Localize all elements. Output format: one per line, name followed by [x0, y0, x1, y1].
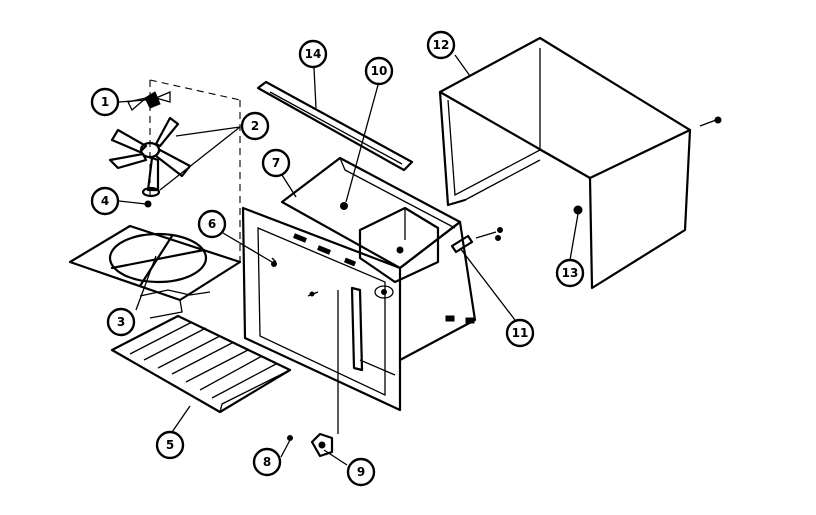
callout-8-label: 8 [263, 455, 271, 469]
callout-12: 12 [426, 30, 456, 60]
cabinet-screw-icon [699, 116, 722, 127]
callout-13-label: 13 [562, 266, 579, 280]
callout-13: 13 [555, 258, 585, 288]
callout-7: 7 [261, 148, 291, 178]
callout-4: 4 [90, 186, 120, 216]
callout-8: 8 [252, 447, 282, 477]
lamp-bracket-part [287, 290, 339, 458]
callout-14: 14 [298, 39, 328, 69]
trim-strip-part [256, 80, 414, 172]
callout-2: 2 [240, 111, 270, 141]
fan-shroud-part [68, 224, 242, 319]
outer-cabinet-part [438, 36, 692, 290]
callout-12-label: 12 [433, 38, 450, 52]
bracket-part-11 [450, 227, 503, 254]
callout-10-label: 10 [371, 64, 388, 78]
clip-part-13 [573, 205, 583, 215]
callout-10: 10 [364, 56, 394, 86]
callout-4-label: 4 [101, 194, 109, 208]
callout-2-label: 2 [251, 119, 259, 133]
callout-6-label: 6 [208, 217, 216, 231]
callout-7-label: 7 [272, 156, 280, 170]
callout-6: 6 [197, 209, 227, 239]
callout-14-label: 14 [305, 47, 322, 61]
grill-tray-part [110, 314, 292, 414]
callout-11-label: 11 [512, 326, 529, 340]
callout-1-label: 1 [101, 95, 109, 109]
cavity-screw-icon [271, 257, 277, 267]
oven-cavity-part [241, 156, 477, 412]
callout-9: 9 [346, 457, 376, 487]
callout-1: 1 [90, 87, 120, 117]
callout-5: 5 [155, 430, 185, 460]
callout-5-label: 5 [166, 438, 174, 452]
callout-11: 11 [505, 318, 535, 348]
callout-3-label: 3 [117, 315, 125, 329]
leader-lines [118, 54, 579, 466]
callout-9-label: 9 [357, 465, 365, 479]
callout-3: 3 [106, 307, 136, 337]
